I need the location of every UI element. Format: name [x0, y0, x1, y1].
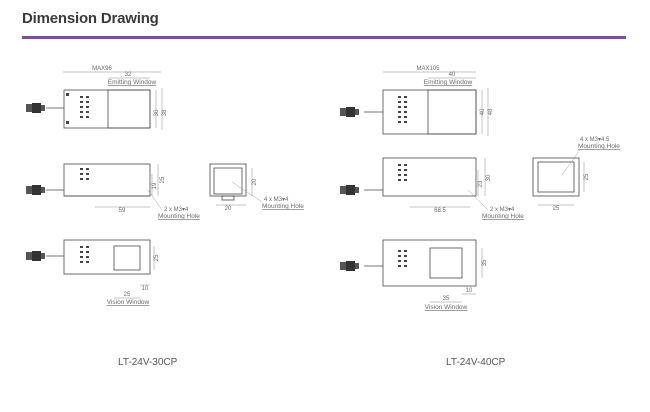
right-bottom-view — [340, 239, 483, 303]
left-end-hole-sub: Mounting Hole — [262, 203, 304, 210]
left-end-view — [209, 163, 263, 206]
right-top-max-width: MAX105 — [416, 66, 440, 72]
right-end-h: 25 — [584, 173, 590, 180]
right-end-view — [532, 149, 585, 206]
right-end-w: 25 — [553, 206, 560, 212]
left-side-length: 59 — [119, 208, 126, 214]
right-top-h2: 48 — [488, 108, 494, 115]
left-side-hole-sub: Mounting Hole — [158, 213, 200, 220]
left-top-window-width: 32 — [125, 72, 132, 78]
left-top-h2: 38 — [162, 109, 168, 116]
right-vision-window-label: Vision Window — [425, 304, 468, 311]
right-top-view — [340, 71, 489, 136]
left-bottom-off: 10 — [142, 286, 149, 292]
right-bottom-w: 35 — [443, 296, 450, 302]
page-title: Dimension Drawing — [22, 10, 159, 27]
left-vision-window-label: Vision Window — [107, 299, 150, 306]
left-top-view — [26, 71, 163, 130]
right-drawing — [340, 71, 585, 303]
right-model-caption: LT-24V-40CP — [446, 357, 506, 368]
right-side-view — [340, 157, 489, 211]
right-side-hole-label: 2 x M3▾4 — [490, 207, 515, 213]
left-top-max-width: MAX96 — [92, 66, 112, 72]
right-bottom-off: 10 — [466, 288, 473, 294]
left-emitting-window-label: Emitting Window — [108, 79, 157, 86]
right-bottom-h: 35 — [482, 259, 488, 266]
left-end-hole-label: 4 x M3▾4 — [264, 197, 289, 203]
left-model-caption: LT-24V-30CP — [118, 357, 178, 368]
title-underline — [22, 36, 626, 39]
right-top-window-width: 40 — [449, 72, 456, 78]
left-bottom-view — [26, 239, 155, 299]
left-side-view — [26, 163, 163, 211]
right-end-hole-label: 4 x M3▾4.5 — [580, 137, 610, 143]
left-bottom-h: 25 — [154, 254, 160, 261]
right-side-length: 68.5 — [434, 208, 446, 214]
right-emitting-window-label: Emitting Window — [424, 79, 473, 86]
right-side-h1: 23 — [478, 180, 484, 187]
left-side-hole-label: 2 x M3▾4 — [164, 207, 189, 213]
left-end-w: 20 — [225, 206, 232, 212]
left-top-h1: 30 — [154, 109, 160, 116]
left-end-h: 20 — [252, 178, 258, 185]
left-side-h1: 19 — [152, 182, 158, 189]
right-top-h1: 40 — [480, 108, 486, 115]
left-side-h2: 25 — [160, 176, 166, 183]
right-end-hole-sub: Mounting Hole — [578, 143, 620, 150]
right-side-hole-sub: Mounting Hole — [482, 213, 524, 220]
right-side-h2: 30 — [486, 174, 492, 181]
left-bottom-w: 25 — [124, 292, 131, 298]
left-drawing — [26, 71, 263, 299]
